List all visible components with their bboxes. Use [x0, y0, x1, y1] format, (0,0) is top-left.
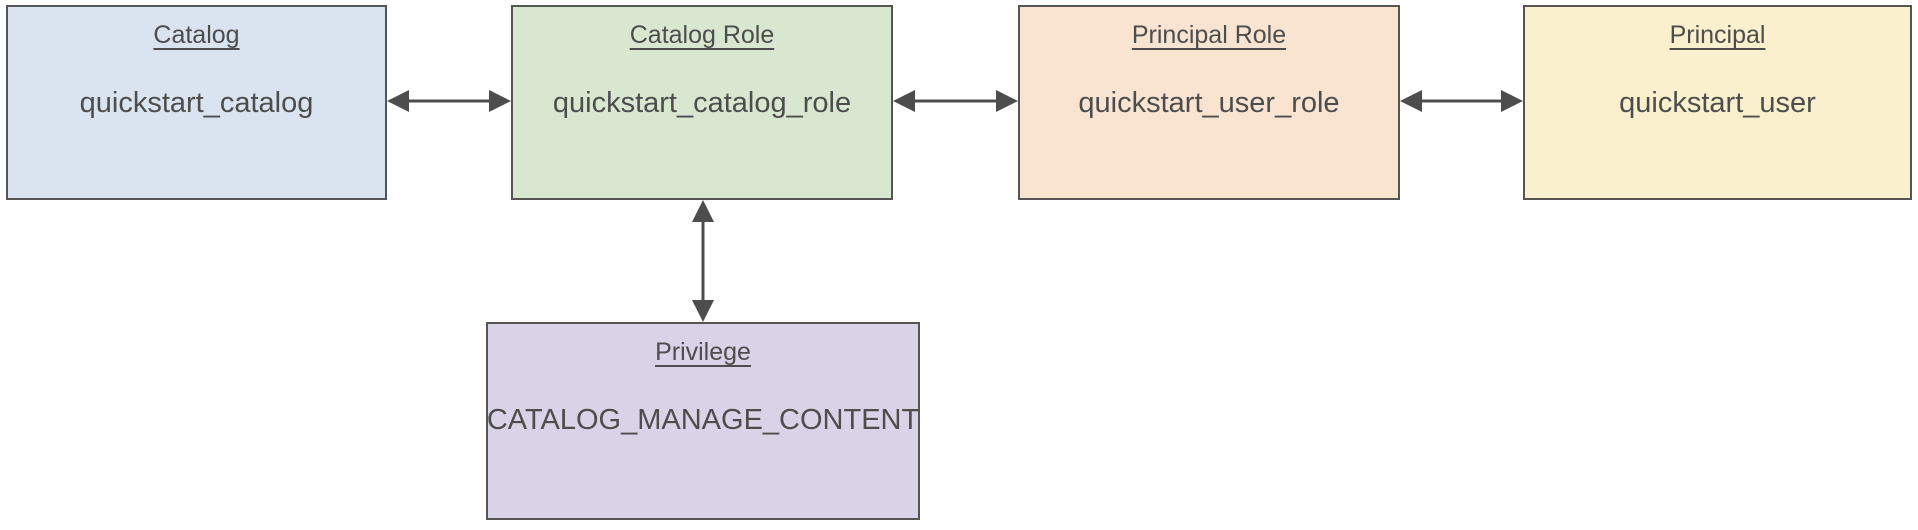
node-principal-value: quickstart_user — [1619, 87, 1816, 119]
node-catalog[interactable]: Catalog quickstart_catalog — [6, 5, 387, 200]
node-principal[interactable]: Principal quickstart_user — [1523, 5, 1912, 200]
node-privilege-title: Privilege — [655, 338, 751, 366]
node-principal-role-title: Principal Role — [1131, 21, 1287, 49]
node-catalog-role[interactable]: Catalog Role quickstart_catalog_role — [511, 5, 893, 200]
node-principal-title: Principal — [1669, 21, 1766, 49]
node-catalog-value: quickstart_catalog — [79, 87, 314, 119]
node-catalog-role-title: Catalog Role — [629, 21, 775, 49]
node-principal-role-value: quickstart_user_role — [1078, 87, 1340, 119]
node-catalog-title: Catalog — [153, 21, 240, 49]
edge-catalog-role-to-principal-role — [893, 83, 1018, 119]
node-principal-role[interactable]: Principal Role quickstart_user_role — [1018, 5, 1400, 200]
node-catalog-role-value: quickstart_catalog_role — [552, 87, 852, 119]
edge-catalog-to-catalog-role — [387, 83, 511, 119]
edge-principal-role-to-principal — [1400, 83, 1523, 119]
edge-catalog-role-to-privilege — [685, 200, 721, 322]
node-privilege[interactable]: Privilege CATALOG_MANAGE_CONTENT — [486, 322, 920, 520]
node-privilege-value: CATALOG_MANAGE_CONTENT — [486, 404, 920, 436]
